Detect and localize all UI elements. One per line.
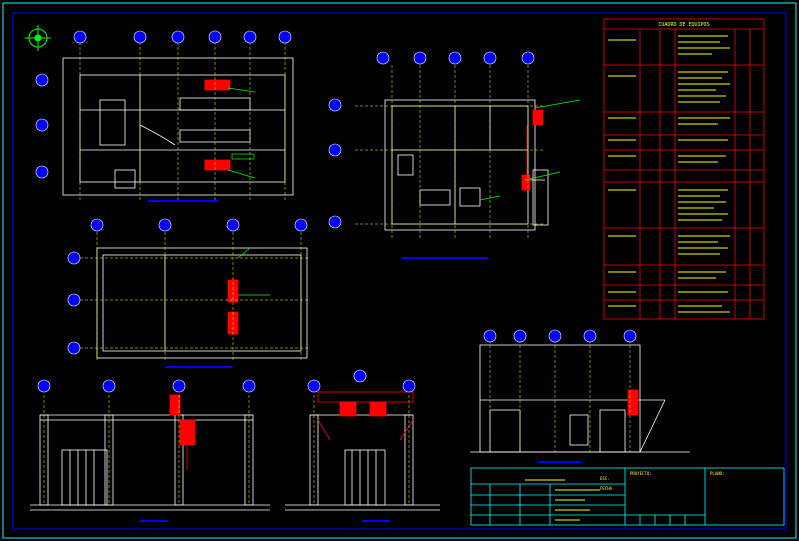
title-block-sheet-label: PLANO:	[710, 471, 724, 476]
grid-bubbles-elev-left	[37, 379, 256, 393]
title-block-date-label: FECHA	[600, 486, 613, 491]
elev-left-gridlines	[43, 395, 250, 505]
grid-bubbles-upper-center	[328, 51, 535, 229]
title-block-text-lines	[525, 479, 600, 521]
elev-right-gridlines	[489, 335, 631, 452]
equipment-table-text-lines	[608, 35, 730, 313]
north-arrow-icon	[25, 25, 51, 51]
title-block-project-label: PROYECTO:	[630, 471, 652, 476]
elev-center-gridlines	[313, 395, 410, 505]
grid-bubbles-upper-left	[35, 30, 292, 179]
plan-upper-center-gridlines	[355, 65, 545, 240]
equipment-table-title: CUADRO DE EQUIPOS	[658, 22, 709, 28]
title-block-scale-label: ESC.	[600, 476, 610, 481]
elev-left	[30, 394, 270, 511]
plan-middle-gridlines	[80, 232, 310, 360]
plan-upper-left-callouts	[227, 87, 256, 179]
grid-bubbles-elev-right	[483, 329, 637, 343]
elev-center	[285, 391, 440, 511]
equipment-table	[603, 18, 765, 320]
grid-bubbles-middle	[67, 218, 308, 355]
plan-upper-left-gridlines	[79, 42, 286, 200]
plan-upper-center-callouts	[479, 99, 581, 201]
plan-middle-callouts	[237, 247, 270, 296]
inner-frame	[12, 12, 787, 530]
grid-bubbles-elev-center	[307, 369, 416, 393]
title-block	[470, 467, 785, 526]
